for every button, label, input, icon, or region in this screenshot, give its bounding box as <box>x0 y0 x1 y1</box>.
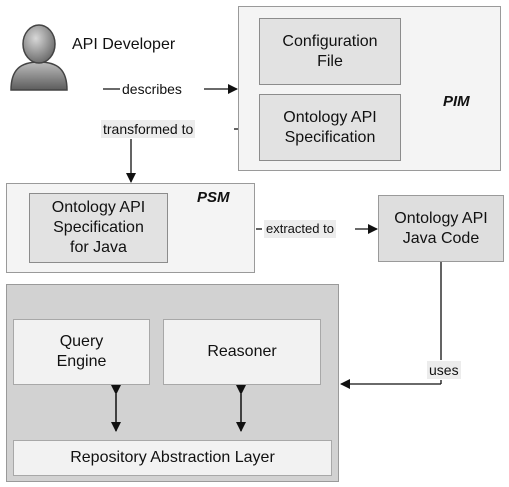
repository-abstraction-layer-box: Repository Abstraction Layer <box>13 440 332 476</box>
ontology-api-specification-box: Ontology API Specification <box>259 94 401 161</box>
reasoner-box: Reasoner <box>163 319 321 385</box>
api-developer-label: API Developer <box>72 36 176 53</box>
configuration-file-box: Configuration File <box>259 18 401 85</box>
describes-label: describes <box>122 81 182 97</box>
query-engine-box: Query Engine <box>13 319 150 385</box>
extracted-to-label: extracted to <box>264 220 336 238</box>
ontology-api-java-code-box: Ontology API Java Code <box>378 195 504 262</box>
psm-tag: PSM <box>197 189 230 206</box>
transformed-to-label: transformed to <box>101 120 196 138</box>
ontology-api-java-spec-box: Ontology API Specification for Java <box>29 193 168 263</box>
user-icon <box>10 24 68 91</box>
pim-tag: PIM <box>443 93 470 110</box>
uses-label: uses <box>427 361 461 379</box>
